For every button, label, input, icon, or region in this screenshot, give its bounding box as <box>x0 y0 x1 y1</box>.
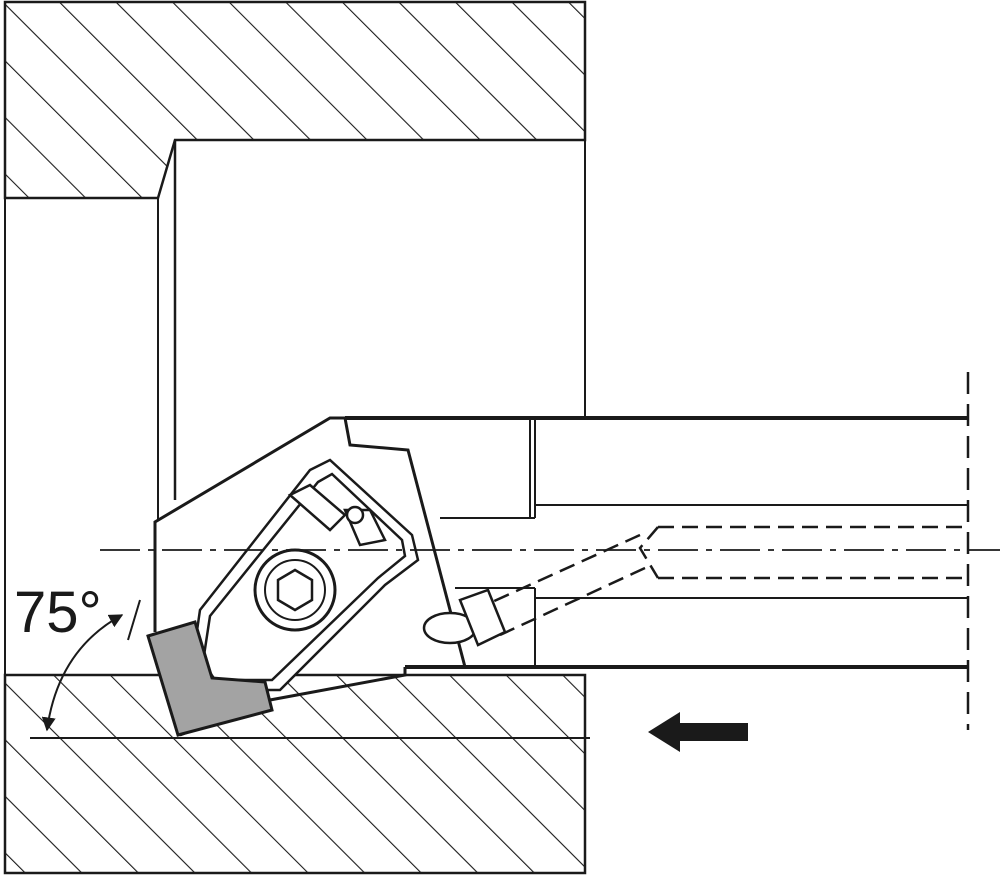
boring-bar <box>153 372 970 737</box>
coolant-channel <box>469 525 968 637</box>
workpiece-upper-section <box>3 0 587 200</box>
arrow-left-icon <box>648 712 748 752</box>
bore-outline <box>4 140 586 740</box>
clamp-plate-inner <box>201 472 407 682</box>
cutting-insert <box>146 620 274 737</box>
coolant-nozzle <box>422 588 507 647</box>
angle-label: 75° <box>14 580 102 645</box>
approach-angle-dimension <box>30 599 590 739</box>
hex-socket-screw-icon <box>253 548 337 632</box>
workpiece-lower-section <box>3 673 587 875</box>
